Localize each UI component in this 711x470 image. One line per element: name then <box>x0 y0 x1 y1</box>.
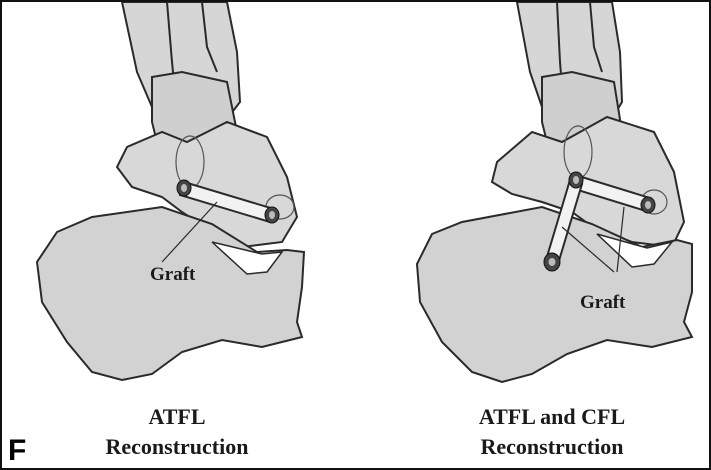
graft-label: Graft <box>150 264 196 285</box>
caption-line-2: Reconstruction <box>57 432 297 462</box>
panel-letter: F <box>8 434 26 468</box>
talar-anchor <box>641 197 655 213</box>
atfl-cfl-caption: ATFL and CFL Reconstruction <box>432 402 672 462</box>
calcaneal-anchor <box>544 253 560 271</box>
caption-line-1: ATFL <box>57 402 297 432</box>
talar-anchor <box>265 207 279 223</box>
atfl-caption: ATFL Reconstruction <box>57 402 297 462</box>
fibular-anchor <box>569 172 583 188</box>
fibular-anchor <box>177 180 191 196</box>
graft-label: Graft <box>580 292 626 313</box>
caption-line-1: ATFL and CFL <box>432 402 672 432</box>
atfl-cfl-reconstruction-illustration: Graft <box>392 2 711 407</box>
atfl-reconstruction-illustration: Graft <box>12 2 342 407</box>
caption-line-2: Reconstruction <box>432 432 672 462</box>
